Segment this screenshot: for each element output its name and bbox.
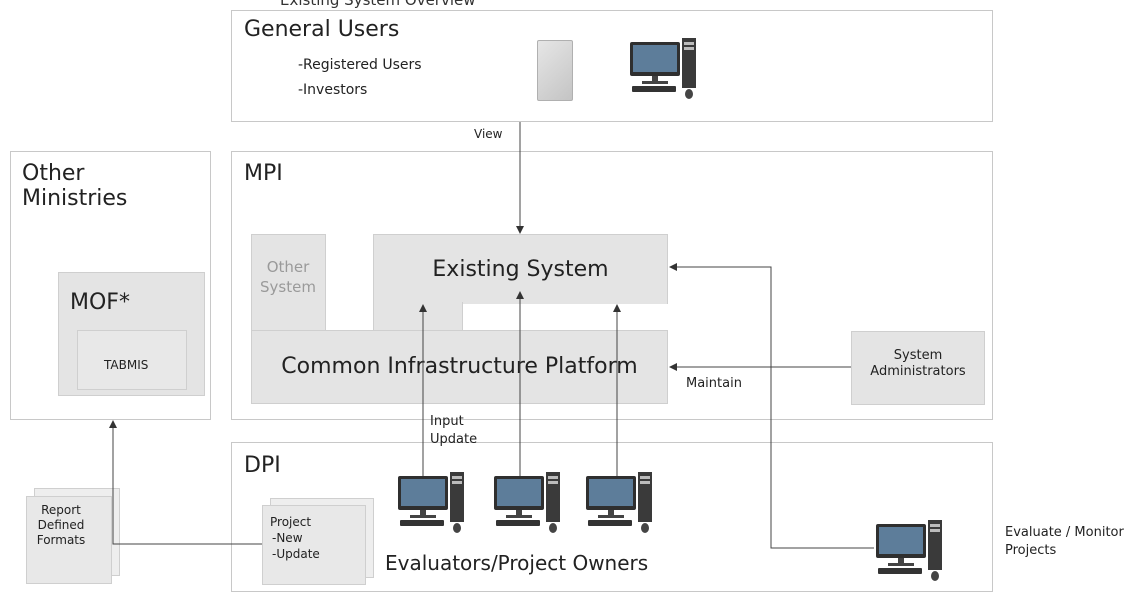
report-arrow [109, 420, 262, 545]
other-system-label: Other System [260, 258, 316, 297]
mpi-title: MPI [244, 161, 283, 186]
input-label: Input [430, 414, 464, 429]
evaluators-label: Evaluators/Project Owners [385, 551, 649, 575]
computer-icon-evaluator-2 [494, 472, 560, 533]
system-administrators-label: System Administrators [870, 348, 966, 380]
investors-label: -Investors [298, 82, 368, 98]
other-system-box [251, 234, 326, 334]
computer-icon-general [630, 38, 696, 99]
report-doc-front [26, 496, 112, 584]
project-label: Project [270, 515, 312, 529]
tabmis-label: TABMIS [104, 358, 149, 372]
existing-system-label: Existing System [432, 257, 609, 282]
tabmis-box [77, 330, 187, 390]
other-ministries-title: Other Ministries [22, 161, 128, 212]
computer-icon-evaluator-1 [398, 472, 464, 533]
platform-box [251, 330, 668, 404]
tablet-icon [537, 40, 573, 101]
project-doc-front [262, 505, 366, 585]
mof-title: MOF* [70, 290, 130, 315]
general-users-title: General Users [244, 17, 400, 42]
computer-icon-monitor [876, 520, 942, 581]
general-users-box [231, 10, 993, 122]
existing-system-connector [373, 302, 463, 332]
projects-label: Projects [1005, 543, 1057, 558]
project-new-label: -New [272, 531, 303, 545]
platform-label: Common Infrastructure Platform [281, 354, 638, 379]
computer-icon-evaluator-3 [586, 472, 652, 533]
evaluate-arrow [669, 263, 874, 549]
report-label: Report Defined Formats [36, 503, 86, 547]
maintain-label: Maintain [686, 376, 742, 391]
evaluate-monitor-label: Evaluate / Monitor [1005, 525, 1124, 540]
view-label: View [474, 127, 503, 141]
system-administrators-box [851, 331, 985, 405]
dpi-title: DPI [244, 453, 281, 478]
registered-users-label: -Registered Users [298, 57, 422, 73]
project-update-label: -Update [272, 547, 320, 561]
top-cropped-text: Existing System Overview [280, 0, 476, 9]
update-label: Update [430, 432, 478, 447]
